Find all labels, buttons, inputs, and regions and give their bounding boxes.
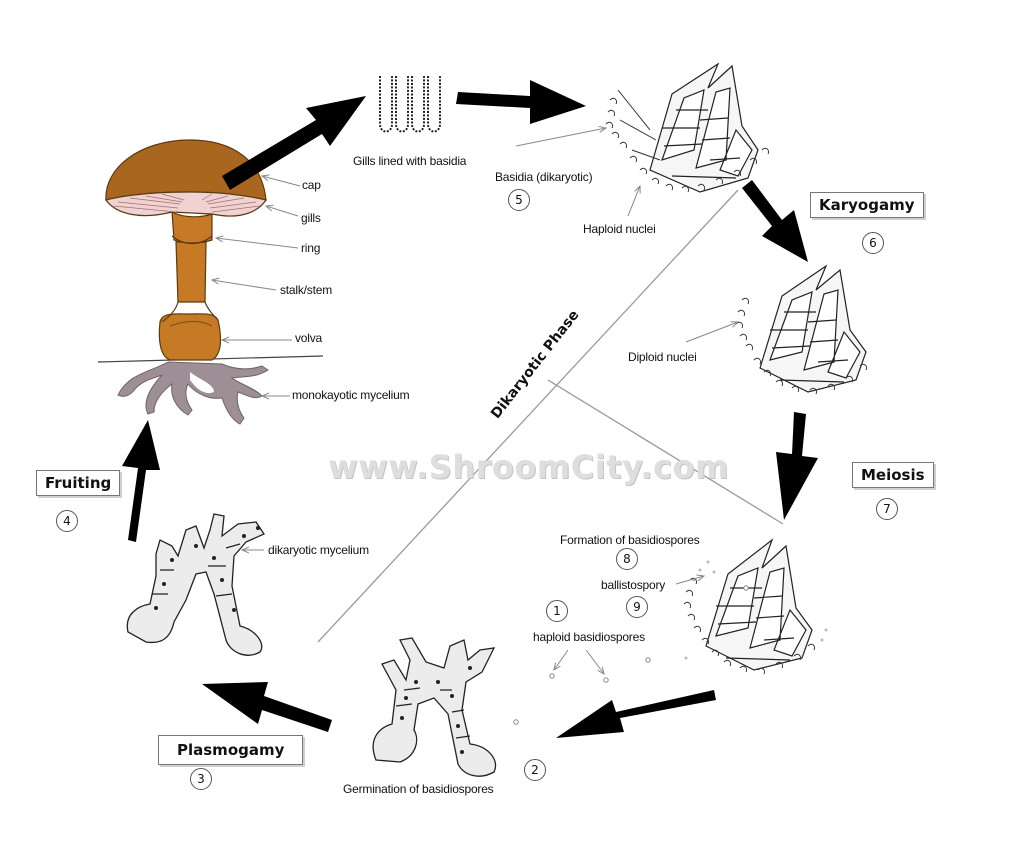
- phase-divider-lines: [317, 189, 784, 643]
- spore-label-arrows: [554, 576, 704, 674]
- number-plasmogamy: 3: [190, 768, 212, 790]
- arrow-basidia-to-karyogamy: [742, 180, 808, 262]
- basidia-cluster-dikaryotic: [605, 62, 769, 193]
- basidia-cluster-diploid: [735, 264, 867, 395]
- mushroom-fruiting-body: [104, 139, 267, 361]
- number-meiosis: 7: [876, 498, 898, 520]
- arrow-gills-to-basidia: [456, 80, 586, 124]
- haploid-spores: [513, 585, 749, 725]
- label-basidia: Basidia (dikaryotic): [495, 170, 593, 184]
- stage-meiosis: Meiosis: [852, 462, 934, 488]
- cluster-label-arrows: [515, 128, 738, 343]
- number-haploid-basidiospores: 1: [546, 600, 568, 622]
- mushroom-ring: [171, 210, 213, 244]
- mushroom-label-arrows: [212, 176, 301, 396]
- germinating-hyphae: [372, 637, 497, 777]
- number-formation: 8: [616, 548, 638, 570]
- label-mycelium: monokayotic mycelium: [292, 388, 410, 402]
- arrow-meiosis-to-germination: [556, 690, 716, 738]
- number-ballistospory: 9: [626, 596, 648, 618]
- arrow-mushroom-to-gills: [222, 96, 366, 190]
- number-fruiting: 4: [56, 510, 78, 532]
- dikaryotic-mycelium: [126, 513, 265, 656]
- arrow-mycelium-to-fruiting: [122, 420, 160, 542]
- gills-illustration: [379, 76, 441, 133]
- number-basidia: 5: [508, 189, 530, 211]
- number-germination: 2: [524, 759, 546, 781]
- stage-fruiting: Fruiting: [36, 470, 121, 496]
- label-formation: Formation of basidiospores: [560, 533, 700, 547]
- basidia-cluster-sporulating: [683, 538, 828, 675]
- watermark: www.ShroomCity.com: [328, 448, 729, 486]
- label-haploid-nuclei: Haploid nuclei: [583, 222, 656, 236]
- label-stalk: stalk/stem: [280, 283, 333, 297]
- stage-karyogamy: Karyogamy: [810, 192, 924, 218]
- arrow-karyogamy-to-meiosis: [776, 412, 818, 520]
- number-karyogamy: 6: [862, 232, 884, 254]
- label-diploid-nuclei: Diploid nuclei: [628, 350, 697, 364]
- label-gills: gills: [301, 211, 321, 225]
- label-dikaryotic-mycelium: dikaryotic mycelium: [268, 543, 369, 557]
- mushroom-volva: [158, 313, 222, 361]
- arrow-germination-to-plasmogamy: [202, 682, 332, 732]
- label-cap: cap: [302, 178, 321, 192]
- stage-plasmogamy: Plasmogamy: [158, 735, 304, 765]
- label-germination: Germination of basidiospores: [343, 782, 494, 796]
- label-volva: volva: [295, 331, 323, 345]
- mushroom-stem: [175, 241, 207, 303]
- monokaryotic-mycelium: [117, 361, 269, 425]
- label-gills-lined: Gills lined with basidia: [353, 154, 467, 168]
- label-haploid-basidiospores: haploid basidiospores: [533, 630, 645, 644]
- cycle-arrows: [122, 80, 818, 738]
- label-ring: ring: [301, 241, 321, 255]
- label-ballistospory: ballistospory: [601, 578, 666, 592]
